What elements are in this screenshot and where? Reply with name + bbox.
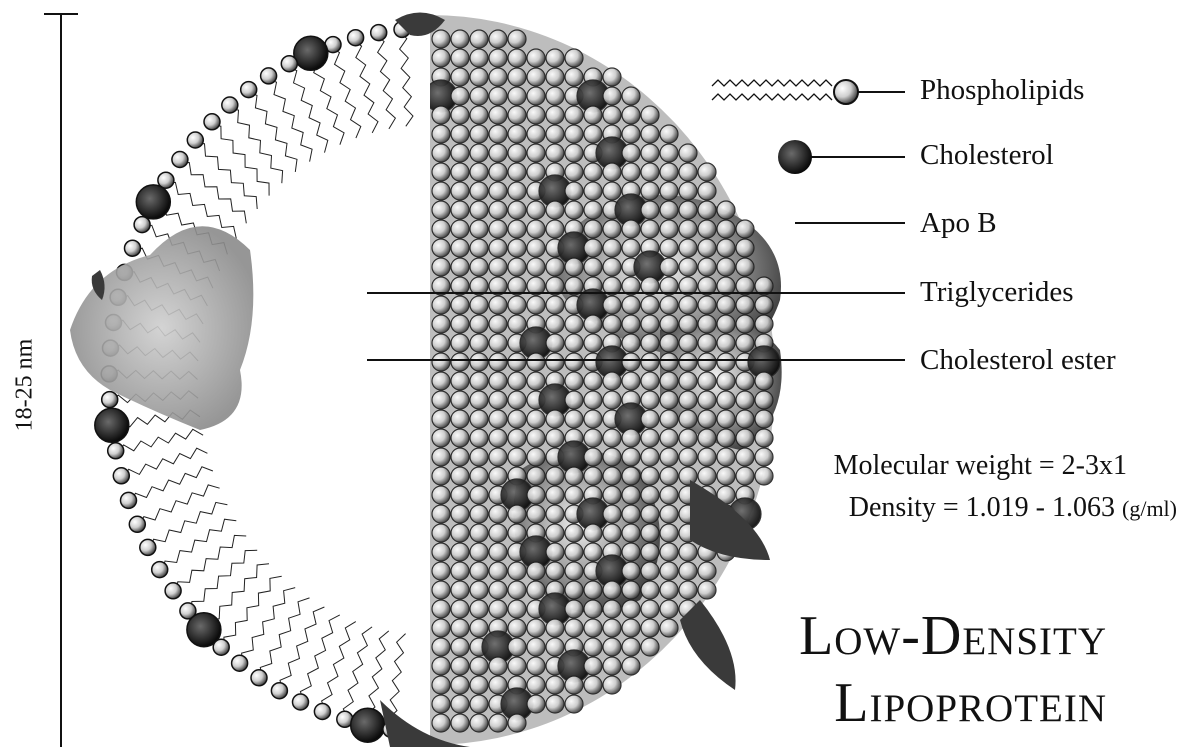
apo-b-left-region [70,226,253,430]
cholesterol-icon [778,140,812,174]
label-phospholipids: Phospholipids [920,76,1084,105]
label-cholesterol-ester: Cholesterol ester [920,346,1116,375]
label-cholesterol: Cholesterol [920,141,1054,170]
title-line-1: Low-Density [799,608,1107,664]
label-apo-b: Apo B [920,209,997,238]
density-unit: (g/ml) [1122,496,1177,521]
scale-bar [44,14,78,747]
density: Density = 1.019 - 1.063 (g/ml) [849,490,1177,525]
surface-beads [425,30,780,732]
scale-label: 18-25 nm [12,339,39,432]
molecular-weight: Molecular weight = 2-3x1 [834,448,1127,483]
density-value: Density = 1.019 - 1.063 [849,492,1115,523]
title-line-2: Lipoprotein [834,675,1107,731]
phospholipid-icon [712,80,858,104]
label-triglycerides: Triglycerides [920,278,1074,307]
